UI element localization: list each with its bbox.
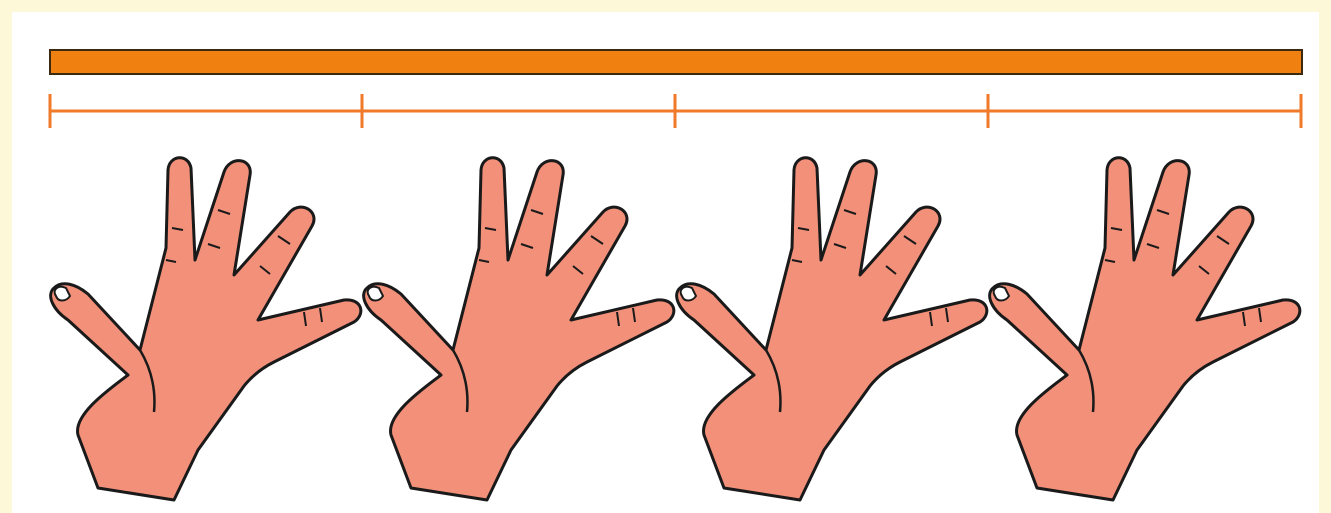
- total-length-bar: [49, 49, 1303, 75]
- open-hand-icon: [675, 156, 989, 502]
- ruler: [48, 94, 1303, 128]
- open-hand-icon: [49, 156, 363, 502]
- hand-row: [49, 156, 1302, 502]
- open-hand-icon: [362, 156, 676, 502]
- open-hand-icon: [988, 156, 1302, 502]
